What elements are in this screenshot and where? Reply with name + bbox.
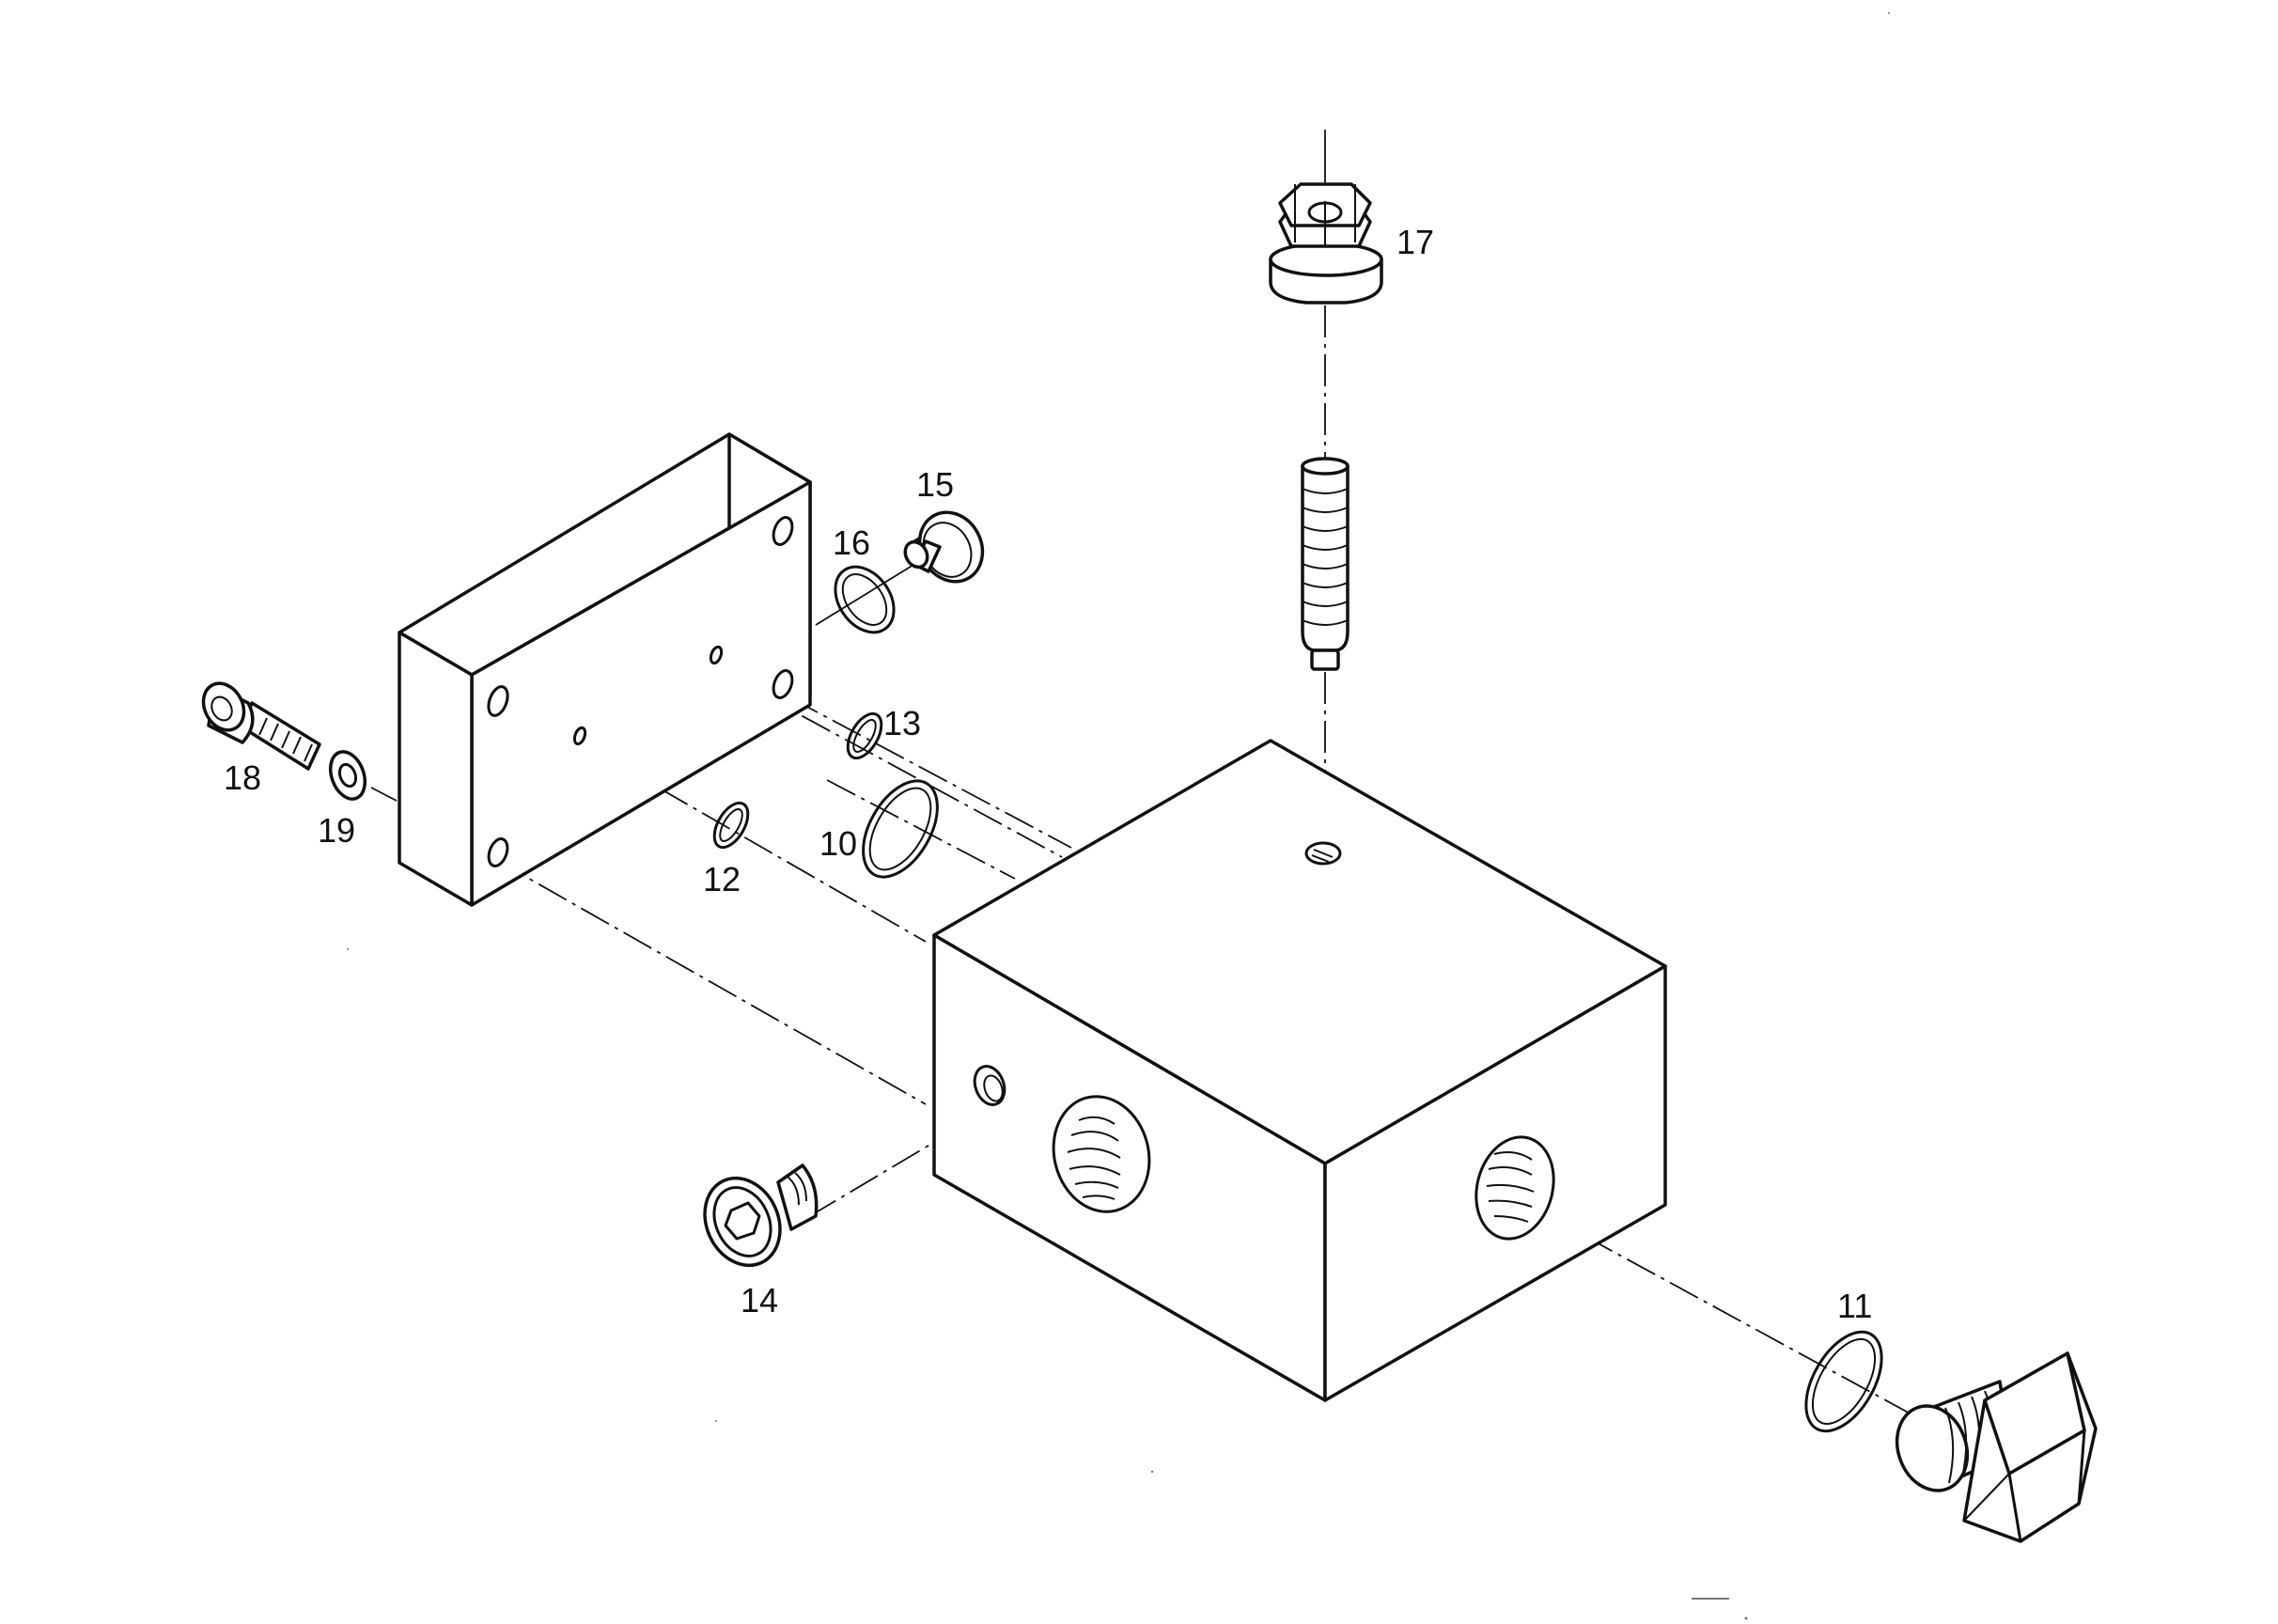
threaded-port-left <box>1052 1095 1151 1213</box>
hex-plug <box>1895 1351 2098 1543</box>
scan-specks <box>347 12 1890 1620</box>
plug-part-14 <box>703 1163 819 1268</box>
callout-14: 14 <box>741 1281 778 1320</box>
cover-plate <box>398 432 812 907</box>
valve-block <box>932 739 1667 1402</box>
callout-15: 15 <box>916 465 954 504</box>
plug-part-15 <box>903 510 985 584</box>
callout-17: 17 <box>1396 223 1434 261</box>
callout-11: 11 <box>1837 1287 1872 1325</box>
cap-nut-part-17 <box>1269 182 1383 304</box>
callout-19: 19 <box>318 811 355 850</box>
callout-10: 10 <box>819 824 857 863</box>
o-ring-part-11 <box>1804 1330 1883 1433</box>
callout-13: 13 <box>883 704 921 742</box>
threaded-stud <box>1301 457 1350 671</box>
socket-screw-part-18 <box>201 681 321 771</box>
washer-part-19 <box>328 750 367 801</box>
callout-18: 18 <box>224 758 261 797</box>
callouts: 17 15 16 13 10 12 18 19 14 11 <box>224 223 1872 1325</box>
o-ring-part-13 <box>846 711 883 760</box>
callout-12: 12 <box>703 860 741 898</box>
callout-16: 16 <box>833 523 870 562</box>
threaded-port-right <box>1474 1135 1555 1241</box>
o-ring-part-12 <box>712 801 750 850</box>
o-ring-part-10 <box>862 779 939 879</box>
o-ring-part-16 <box>834 565 896 634</box>
